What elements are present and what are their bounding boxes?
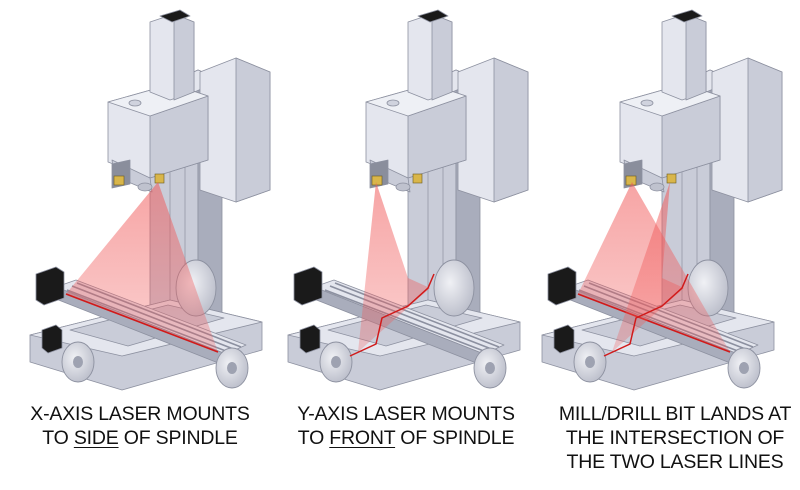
spindle-chuck xyxy=(395,182,411,192)
motor-cap xyxy=(417,9,449,23)
caption-line: THE TWO LASER LINES xyxy=(540,450,800,474)
headstock-bore xyxy=(640,99,654,107)
laser-beams xyxy=(577,182,731,357)
laser-module xyxy=(154,173,165,184)
laser-module xyxy=(113,175,125,186)
motor-cap xyxy=(159,9,191,23)
x-laser-line xyxy=(65,293,219,353)
y-axis-motor xyxy=(41,324,63,354)
laser-module xyxy=(625,175,637,186)
caption-text: OF SPINDLE xyxy=(118,427,238,449)
t-slot xyxy=(324,289,490,354)
caption-emphasis: SIDE xyxy=(73,427,119,449)
spindle-motor-side xyxy=(173,13,195,101)
caption-line: TO SIDE OF SPINDLE xyxy=(10,426,270,450)
caption-text: MILL/DRILL BIT LANDS AT xyxy=(558,403,792,425)
handwheel-hub xyxy=(585,356,595,368)
spindle-chuck xyxy=(649,182,665,192)
caption-line: MILL/DRILL BIT LANDS AT xyxy=(540,402,800,426)
caption-line: X-AXIS LASER MOUNTS xyxy=(10,402,270,426)
handwheel-hub xyxy=(331,356,341,368)
panel-y-axis xyxy=(287,9,529,391)
laser-module xyxy=(412,173,423,184)
column-disc xyxy=(433,259,475,317)
caption-text: TO xyxy=(42,427,74,449)
headstock-bore xyxy=(128,99,142,107)
caption-line: TO FRONT OF SPINDLE xyxy=(276,426,536,450)
rear-housing-side xyxy=(747,57,783,203)
handwheel-hub xyxy=(73,356,83,368)
headstock-bore xyxy=(386,99,400,107)
laser-module xyxy=(371,175,383,186)
handwheel-hub xyxy=(227,362,237,374)
caption-text: OF SPINDLE xyxy=(395,427,515,449)
caption-text: X-AXIS LASER MOUNTS xyxy=(30,403,250,425)
handwheel-hub xyxy=(485,362,495,374)
caption-line: THE INTERSECTION OF xyxy=(540,426,800,450)
rear-housing-side xyxy=(493,57,529,203)
laser-beams xyxy=(349,182,435,357)
y-laser-fan xyxy=(358,182,430,352)
caption-line: Y-AXIS LASER MOUNTS xyxy=(276,402,536,426)
x-laser-line xyxy=(577,293,731,353)
panels-root xyxy=(29,9,783,391)
y-axis-motor xyxy=(553,324,575,354)
x-axis-motor xyxy=(293,266,323,306)
panel-x-axis xyxy=(29,9,271,391)
y-laser-line xyxy=(349,273,435,357)
laser-beams xyxy=(65,182,219,353)
x-axis-motor xyxy=(35,266,65,306)
handwheel-hub xyxy=(739,362,749,374)
caption-text: THE INTERSECTION OF xyxy=(565,427,785,449)
y-laser-line xyxy=(603,273,689,357)
t-slot xyxy=(329,285,495,351)
caption-text: TO xyxy=(297,427,330,449)
laser-module xyxy=(666,173,677,184)
diagram-scene xyxy=(29,9,783,391)
spindle-motor-side xyxy=(431,13,453,101)
caption-text: THE TWO LASER LINES xyxy=(566,451,784,473)
x-axis-motor xyxy=(547,266,577,306)
y-laser-fan xyxy=(612,182,684,352)
caption-emphasis: FRONT xyxy=(329,427,396,449)
caption-text: Y-AXIS LASER MOUNTS xyxy=(297,403,515,425)
t-slot xyxy=(334,282,500,348)
motor-cap xyxy=(671,9,703,23)
panel-intersection xyxy=(541,9,783,391)
rear-housing-side xyxy=(235,57,271,203)
spindle-motor-side xyxy=(685,13,707,101)
spindle-chuck xyxy=(137,182,153,192)
x-laser-fan xyxy=(66,182,218,352)
y-axis-motor xyxy=(299,324,321,354)
